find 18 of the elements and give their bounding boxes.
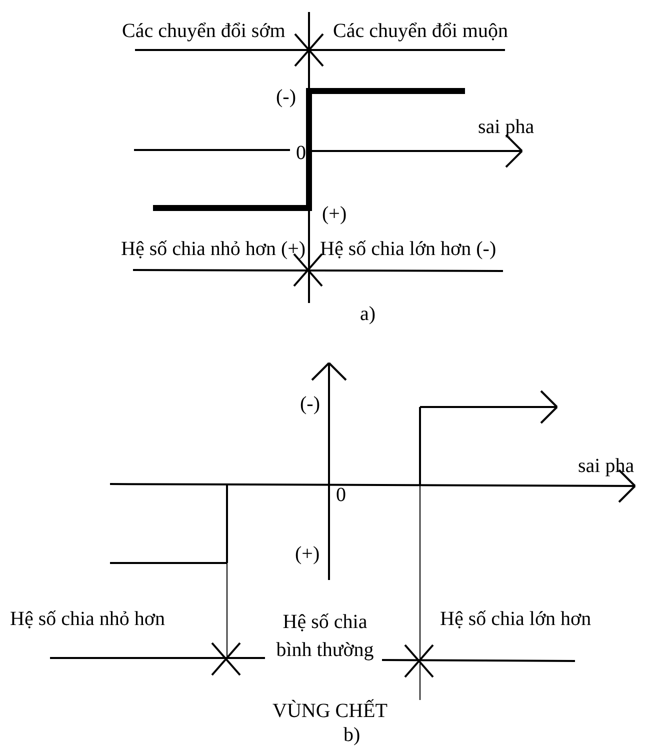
origin-label: 0 xyxy=(296,142,306,164)
region-label: Hệ số chia nhỏ hơn (+) xyxy=(121,238,306,260)
region-label: Các chuyển đổi sớm xyxy=(122,20,286,42)
sign-label: (-) xyxy=(300,393,320,415)
panel-label: b) xyxy=(344,724,360,746)
sign-label: (+) xyxy=(295,543,320,565)
axis-label: sai pha xyxy=(478,116,534,138)
sign-label: (+) xyxy=(322,203,347,225)
panel-label: a) xyxy=(360,303,376,325)
origin-label: 0 xyxy=(336,484,346,506)
region-label: Hệ số chia nhỏ hơn xyxy=(10,608,165,630)
region-label: Hệ số chia lớn hơn (-) xyxy=(320,238,496,260)
axis-label: sai pha xyxy=(578,455,634,477)
region-label: Các chuyển đổi muộn xyxy=(333,20,508,42)
region-label: Hệ số chia lớn hơn xyxy=(440,608,592,630)
zone-label: VÙNG CHẾT xyxy=(272,700,388,722)
region-label: Hệ số chia bình thường xyxy=(275,610,375,663)
sign-label: (-) xyxy=(276,86,296,108)
